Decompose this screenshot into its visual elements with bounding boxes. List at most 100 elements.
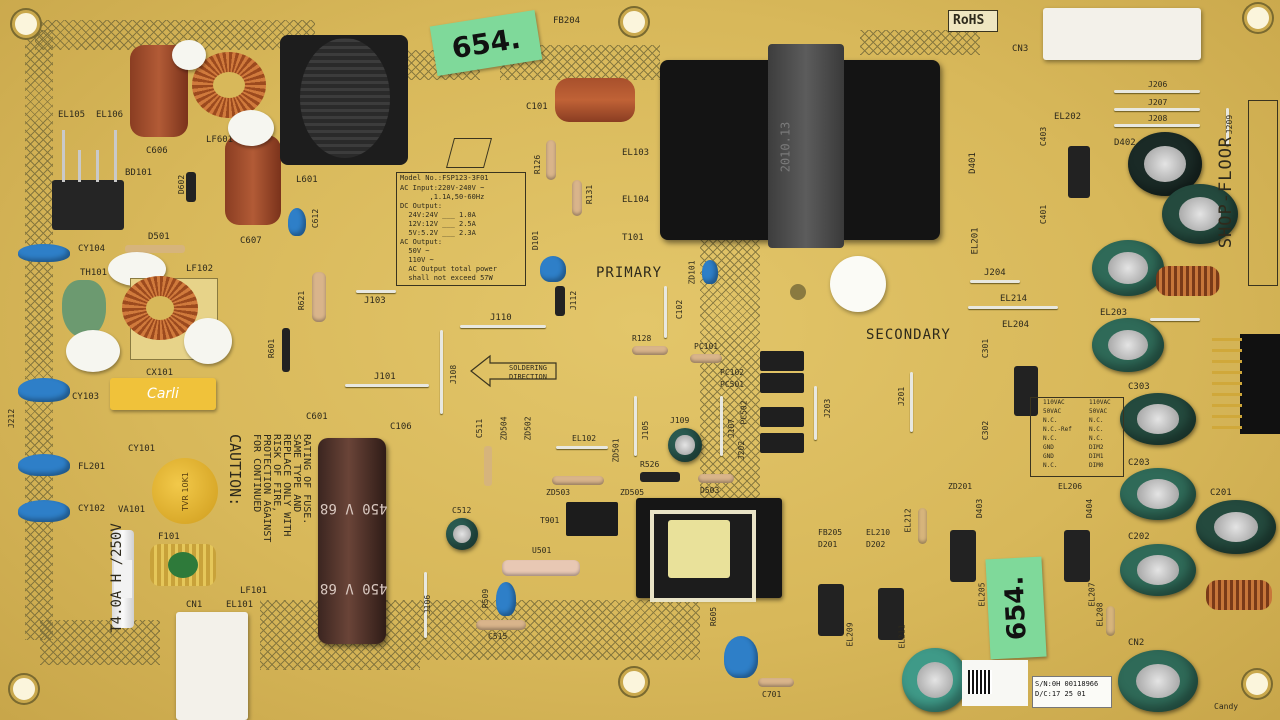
label-cy102: FL201: [78, 462, 106, 472]
pin-row: N.C.-Ref: [1043, 426, 1072, 433]
label-j107: J105: [641, 420, 651, 441]
varistor-marking: TVR 10K1: [180, 471, 190, 511]
heatsink-hole: [790, 284, 806, 300]
white-thermal-pad: [830, 256, 886, 312]
label-j108: J108: [449, 364, 459, 385]
pin-row: N.C.: [1043, 417, 1058, 424]
varistor-va101: TVR 10K1: [152, 458, 218, 524]
pin-row: 110VAC: [1043, 399, 1065, 406]
ground-plane-hatch: [25, 30, 53, 640]
electrolytic-capacitor-c203: [1196, 500, 1276, 554]
jumper-j103: [356, 290, 396, 293]
toroid-core: [213, 72, 245, 98]
label-c515: R509: [481, 588, 491, 609]
white-capacitor: [184, 318, 232, 364]
fuse-rating: T4.0A H /250V: [108, 523, 125, 633]
electrolytic-capacitor: [1162, 184, 1238, 244]
resistor-r605: [476, 620, 526, 630]
rohs-box: [948, 10, 998, 32]
diode-d404: [1064, 530, 1090, 582]
label-zd503: ZD501: [611, 438, 621, 463]
ground-plane-hatch: [420, 600, 700, 660]
label-zd202: EL208: [1095, 602, 1105, 627]
label-j208: J208: [1148, 114, 1168, 123]
label-j101: J101: [374, 372, 396, 382]
label-el212: EL211: [897, 624, 907, 649]
jumper-j108: [440, 330, 443, 414]
jumper-j208: [1114, 124, 1200, 127]
jumper-j110: [460, 325, 546, 328]
electrolytic-capacitor: [1092, 240, 1164, 296]
label-c203: C201: [1210, 488, 1232, 498]
pin-table: 110VAC 110VAC 50VAC 50VAC N.C. N.C. N.C.…: [1030, 397, 1124, 477]
transformer-winding: [668, 520, 730, 578]
input-connector-cn1: [176, 612, 248, 720]
label-j209: J209: [1225, 114, 1235, 135]
spec-line: 110V ~: [400, 256, 434, 264]
jumper-j203: [910, 372, 913, 432]
label-zd501: ZD502: [523, 416, 533, 441]
jumper-j101: [345, 384, 429, 387]
label-d401: EL202: [1054, 112, 1082, 122]
ceramic-capacitor-c515: [496, 582, 516, 616]
optocoupler-pc501: [760, 407, 804, 427]
label-zd504: C511: [475, 418, 485, 439]
secondary-label: SECONDARY: [866, 327, 951, 343]
ceramic-capacitor-c701: [724, 636, 758, 678]
electrolytic-capacitor-c401: [1092, 318, 1164, 372]
label-el102: EL101: [226, 600, 254, 610]
label-r621: R621: [297, 290, 307, 311]
header-pins: [1212, 338, 1242, 430]
label-d404: EL206: [1058, 482, 1083, 491]
label-el213: EL201: [970, 227, 981, 255]
diode-d501: [125, 245, 185, 253]
y-capacitor-cy103: [18, 378, 70, 402]
spec-line: shall not exceed 57W: [400, 274, 493, 282]
label-c302: C203: [1128, 458, 1150, 468]
ceramic-capacitor-c102: [702, 260, 718, 284]
label-cy104: CY104: [78, 244, 106, 254]
label-el210: EL209: [845, 622, 855, 647]
label-f101: VA101: [118, 505, 146, 515]
electrolytic-capacitor-c201: [902, 648, 968, 712]
inductor-coil: [1206, 580, 1272, 610]
connector-cn3: [1043, 8, 1201, 60]
inventory-tag: 654.: [985, 556, 1047, 660]
serial-line: D/C:17 25 01: [1035, 690, 1086, 698]
output-header-cn2: [1240, 334, 1280, 434]
zener-zd505: [698, 474, 734, 483]
ic-u501: [566, 502, 618, 536]
label-lf101: F101: [158, 532, 180, 542]
spec-line: ,1.1A,50-60Hz: [400, 193, 485, 201]
jumper-j207: [1114, 108, 1200, 111]
zener-zd201: [918, 508, 927, 544]
jumper-j202: [814, 386, 817, 440]
spec-line: 50V ~: [400, 247, 430, 255]
diode-d402: [1014, 366, 1038, 416]
optocoupler-pc502: [760, 433, 804, 453]
label-j201: J204: [984, 268, 1006, 278]
label-el105: EL105: [58, 110, 86, 120]
label-cy101: CY102: [78, 504, 106, 514]
label-j109: J107: [727, 418, 737, 439]
diode-r601: [282, 328, 290, 372]
label-r605: C515: [488, 632, 508, 641]
label-lf102: LF102: [186, 264, 214, 274]
jumper-j112: [664, 286, 667, 338]
pin-row: N.C.: [1089, 417, 1104, 424]
pin-row: 50VAC: [1089, 408, 1108, 415]
label-j106: EL102: [572, 434, 597, 443]
jumper-j209: [1226, 108, 1229, 146]
rectifier-pin: [78, 150, 81, 182]
ceramic-capacitor-c106: [540, 256, 566, 282]
x-capacitor-marking: Carli: [147, 386, 179, 402]
pin-row: DIM2: [1089, 444, 1104, 451]
fuse-body: [114, 560, 132, 598]
ferrite-bead-fb205: [758, 678, 794, 687]
label-j112: C102: [675, 299, 685, 320]
label-el202: C401: [1039, 204, 1049, 225]
mounting-hole: [620, 668, 648, 696]
spec-line: Model No.:FSP123-3F01: [400, 174, 489, 182]
resistor-r128: [690, 354, 722, 363]
